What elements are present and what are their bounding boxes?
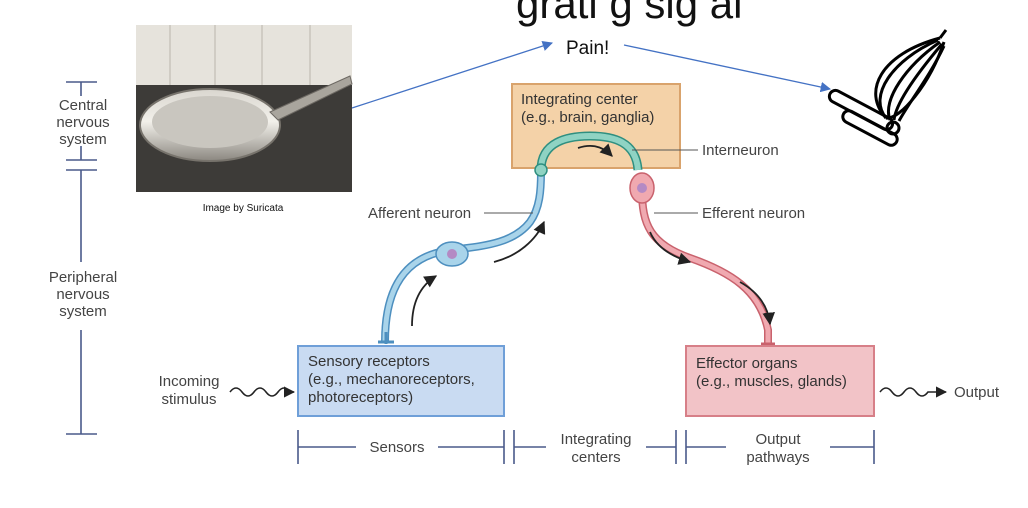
output-label: Output [954, 384, 1000, 401]
sensors-label: Sensors [369, 439, 424, 456]
afferent-arrow-2 [493, 220, 546, 263]
output-pathways-label-1: Output [755, 431, 801, 448]
interneuron-arrow [577, 143, 613, 157]
afferent-nucleus [447, 249, 457, 259]
interneuron [538, 132, 641, 171]
sensory-receptors-example-2: photoreceptors) [308, 389, 413, 406]
output-pathways-label-2: pathways [746, 449, 809, 466]
peripheral-label-2: nervous [56, 286, 109, 303]
frying-pan-photo [136, 25, 353, 192]
photo-credit: Image by Suricata [203, 203, 284, 214]
sensory-receptors-example-1: (e.g., mechanoreceptors, [308, 371, 475, 388]
effector-organs-example: (e.g., muscles, glands) [696, 373, 847, 390]
interneuron-label: Interneuron [702, 142, 779, 159]
muscle-icon [827, 29, 948, 147]
afferent-synapse [534, 163, 548, 177]
central-label-1: Central [59, 97, 107, 114]
peripheral-label-3: system [59, 303, 107, 320]
afferent-axon [382, 171, 544, 343]
pathway-scale [297, 430, 875, 464]
efferent-arrow-2 [739, 281, 776, 326]
nervous-system-scale [66, 81, 97, 435]
afferent-label: Afferent neuron [368, 205, 471, 222]
sensory-receptors-title: Sensory receptors [308, 353, 430, 370]
central-label-3: system [59, 131, 107, 148]
effector-organs-title: Effector organs [696, 355, 797, 372]
sensory-receptors-box [297, 345, 505, 417]
pain-arrow-in [351, 40, 553, 109]
stimulus-wave-arrow [229, 386, 296, 398]
peripheral-label-1: Peripheral [49, 269, 117, 286]
afferent-receptor-end [378, 332, 394, 344]
pain-arrow-out [623, 44, 832, 93]
pain-label: Pain! [566, 38, 609, 59]
efferent-arrow-1 [649, 231, 692, 265]
incoming-label-2: stimulus [161, 391, 216, 408]
efferent-label: Efferent neuron [702, 205, 805, 222]
integrating-center-example: (e.g., brain, ganglia) [521, 109, 654, 126]
efferent-nucleus [637, 183, 647, 193]
integrating-center-title: Integrating center [521, 91, 638, 108]
output-wave-arrow [879, 386, 948, 398]
central-label-2: nervous [56, 114, 109, 131]
integrating-centers-label-2: centers [571, 449, 620, 466]
incoming-label-1: Incoming [159, 373, 220, 390]
afferent-arrow-1 [411, 275, 438, 327]
integrating-centers-label-1: Integrating [561, 431, 632, 448]
effector-organs-box [685, 345, 875, 417]
slide-title-fragment: grati g sig al [516, 0, 742, 27]
